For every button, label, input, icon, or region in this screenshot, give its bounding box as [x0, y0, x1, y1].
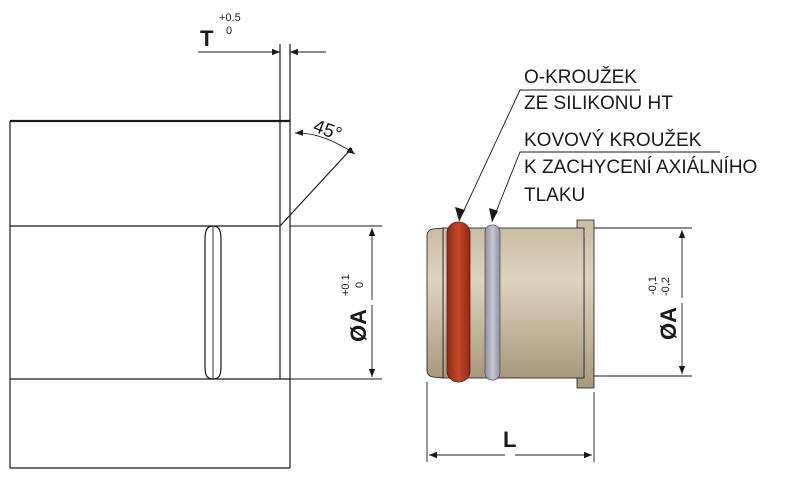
angle-dimension: 45° [294, 116, 356, 155]
t-tol-lower: 0 [226, 25, 232, 37]
oring-callout-line1: O-KROUŽEK [524, 66, 637, 88]
l-label: L [503, 427, 516, 452]
oring-seal [446, 221, 471, 383]
chamfer-line [279, 147, 353, 227]
l-dimension: L [426, 382, 595, 462]
angle-arc [294, 129, 356, 155]
angle-label: 45° [310, 116, 344, 146]
t-dimension: T +0.5 0 [198, 12, 326, 56]
t-label: T [200, 26, 214, 51]
ring-callout-line2: K ZACHYCENÍ AXIÁLNÍHO [524, 157, 757, 178]
ring-callout-line1: KOVOVÝ KROUŽEK [524, 129, 702, 151]
diam-left-label: ØA [346, 309, 371, 342]
oring-leader [458, 89, 640, 222]
diam-left-tol-lower: 0 [354, 282, 366, 288]
diam-left-dimension: ØA +0.1 0 [290, 225, 382, 380]
diam-right-label: ØA [656, 307, 681, 340]
diam-right-tol-lower: -0,2 [660, 277, 672, 296]
bushing-part [426, 219, 595, 389]
ring-callout: KOVOVÝ KROUŽEK K ZACHYCENÍ AXIÁLNÍHO TLA… [489, 129, 757, 223]
bushing-lead-in [426, 227, 444, 379]
housing-section [9, 44, 353, 469]
diam-left-tol-upper: +0.1 [340, 274, 352, 296]
oring-callout-line2: ZE SILIKONU HT [524, 93, 673, 114]
ring-callout-line3: TLAKU [524, 185, 585, 206]
ring-leader [491, 151, 720, 223]
t-tol-upper: +0.5 [219, 12, 241, 24]
diam-right-tol-upper: -0,1 [647, 276, 659, 295]
oring-callout: O-KROUŽEK ZE SILIKONU HT [455, 66, 673, 222]
ring-leader-arrow [489, 208, 498, 222]
diam-right-dimension: ØA -0,1 -0,2 [594, 227, 692, 377]
oring-leader-arrow [455, 207, 465, 221]
metal-ring [484, 224, 501, 381]
